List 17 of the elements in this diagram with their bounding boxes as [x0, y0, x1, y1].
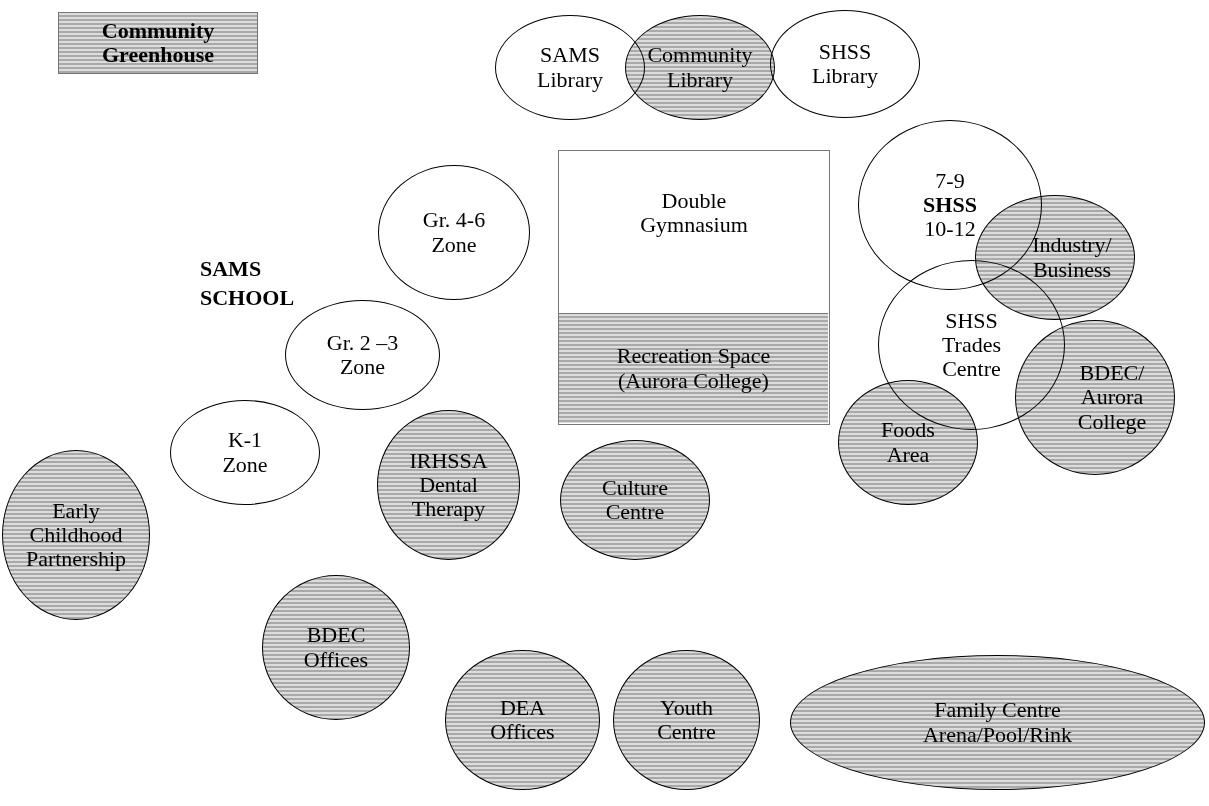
facility-oval: IRHSSA Dental Therapy [377, 410, 520, 560]
facility-oval: Community Library [625, 15, 775, 120]
facility-oval: Youth Centre [613, 650, 760, 790]
facility-oval: Family Centre Arena/Pool/Rink [790, 655, 1205, 790]
facility-oval: BDEC/ Aurora College [1015, 320, 1175, 475]
facility-oval: K-1 Zone [170, 400, 320, 505]
facility-oval: Foods Area [838, 380, 978, 505]
box-label: Double Gymnasium [639, 189, 749, 238]
facility-oval: Gr. 4-6 Zone [378, 165, 530, 300]
facility-oval: Culture Centre [560, 440, 710, 560]
facility-band: Recreation Space (Aurora College) [559, 313, 828, 423]
facility-box: Community Greenhouse [58, 12, 258, 74]
facility-oval: SAMS Library [495, 15, 645, 120]
facility-oval: DEA Offices [445, 650, 600, 790]
facility-oval: BDEC Offices [262, 575, 410, 720]
facility-oval: Early Childhood Partnership [2, 450, 150, 620]
facility-box [558, 150, 830, 425]
